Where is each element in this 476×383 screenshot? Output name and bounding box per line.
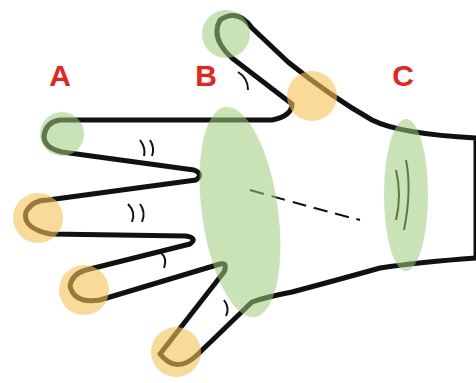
zone-letter: C: [392, 61, 414, 91]
zone-letter: A: [49, 61, 71, 91]
zone-letter: B: [195, 61, 217, 91]
hand-outline: [26, 16, 476, 365]
green-zones: [40, 10, 428, 322]
yellow-zones: [13, 71, 337, 377]
